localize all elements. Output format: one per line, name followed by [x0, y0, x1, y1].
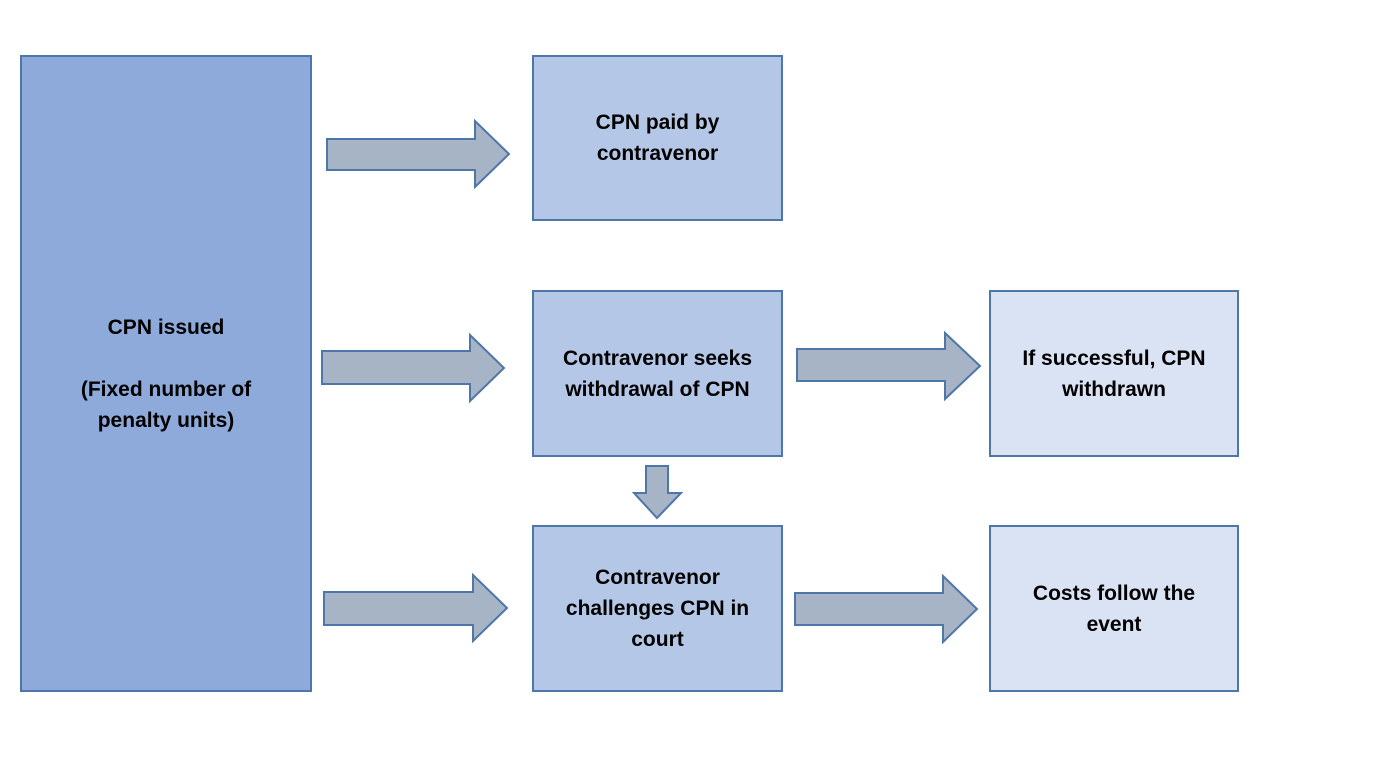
withdrawn-line-1: If successful, CPN	[1022, 346, 1206, 370]
arrow-right-icon	[326, 118, 511, 190]
cpn-issued-box: CPN issued (Fixed number of penalty unit…	[20, 55, 312, 692]
arrow-right-icon	[796, 330, 982, 402]
challenges-in-court-box: Contravenor challenges CPN in court	[532, 525, 783, 692]
seeks-withdrawal-box: Contravenor seeks withdrawal of CPN	[532, 290, 783, 457]
costs-line-2: event	[1086, 612, 1142, 636]
arrow-right-icon	[794, 573, 979, 645]
cpn-issued-title: CPN issued	[107, 315, 225, 339]
arrow-right-icon	[321, 332, 506, 404]
seeks-withdrawal-line-2: withdrawal of CPN	[565, 377, 750, 401]
withdrawn-outcome-box: If successful, CPN withdrawn	[989, 290, 1239, 457]
cpn-paid-line-1: CPN paid by	[595, 111, 720, 134]
cpn-paid-box: CPN paid by contravenor	[532, 55, 783, 221]
costs-outcome-box: Costs follow the event	[989, 525, 1239, 692]
cpn-paid-line-2: contravenor	[596, 142, 719, 165]
arrow-right-icon	[323, 572, 509, 644]
cpn-issued-note-line-2: penalty units)	[97, 408, 235, 432]
costs-line-1: Costs follow the	[1032, 581, 1196, 605]
challenges-line-2: challenges CPN in	[565, 597, 750, 620]
withdrawn-line-2: withdrawn	[1062, 377, 1166, 401]
challenges-line-3: court	[631, 628, 684, 651]
cpn-issued-note-line-1: (Fixed number of	[80, 377, 252, 401]
challenges-line-1: Contravenor	[595, 566, 720, 589]
seeks-withdrawal-line-1: Contravenor seeks	[562, 346, 753, 370]
arrow-down-icon	[631, 465, 684, 520]
